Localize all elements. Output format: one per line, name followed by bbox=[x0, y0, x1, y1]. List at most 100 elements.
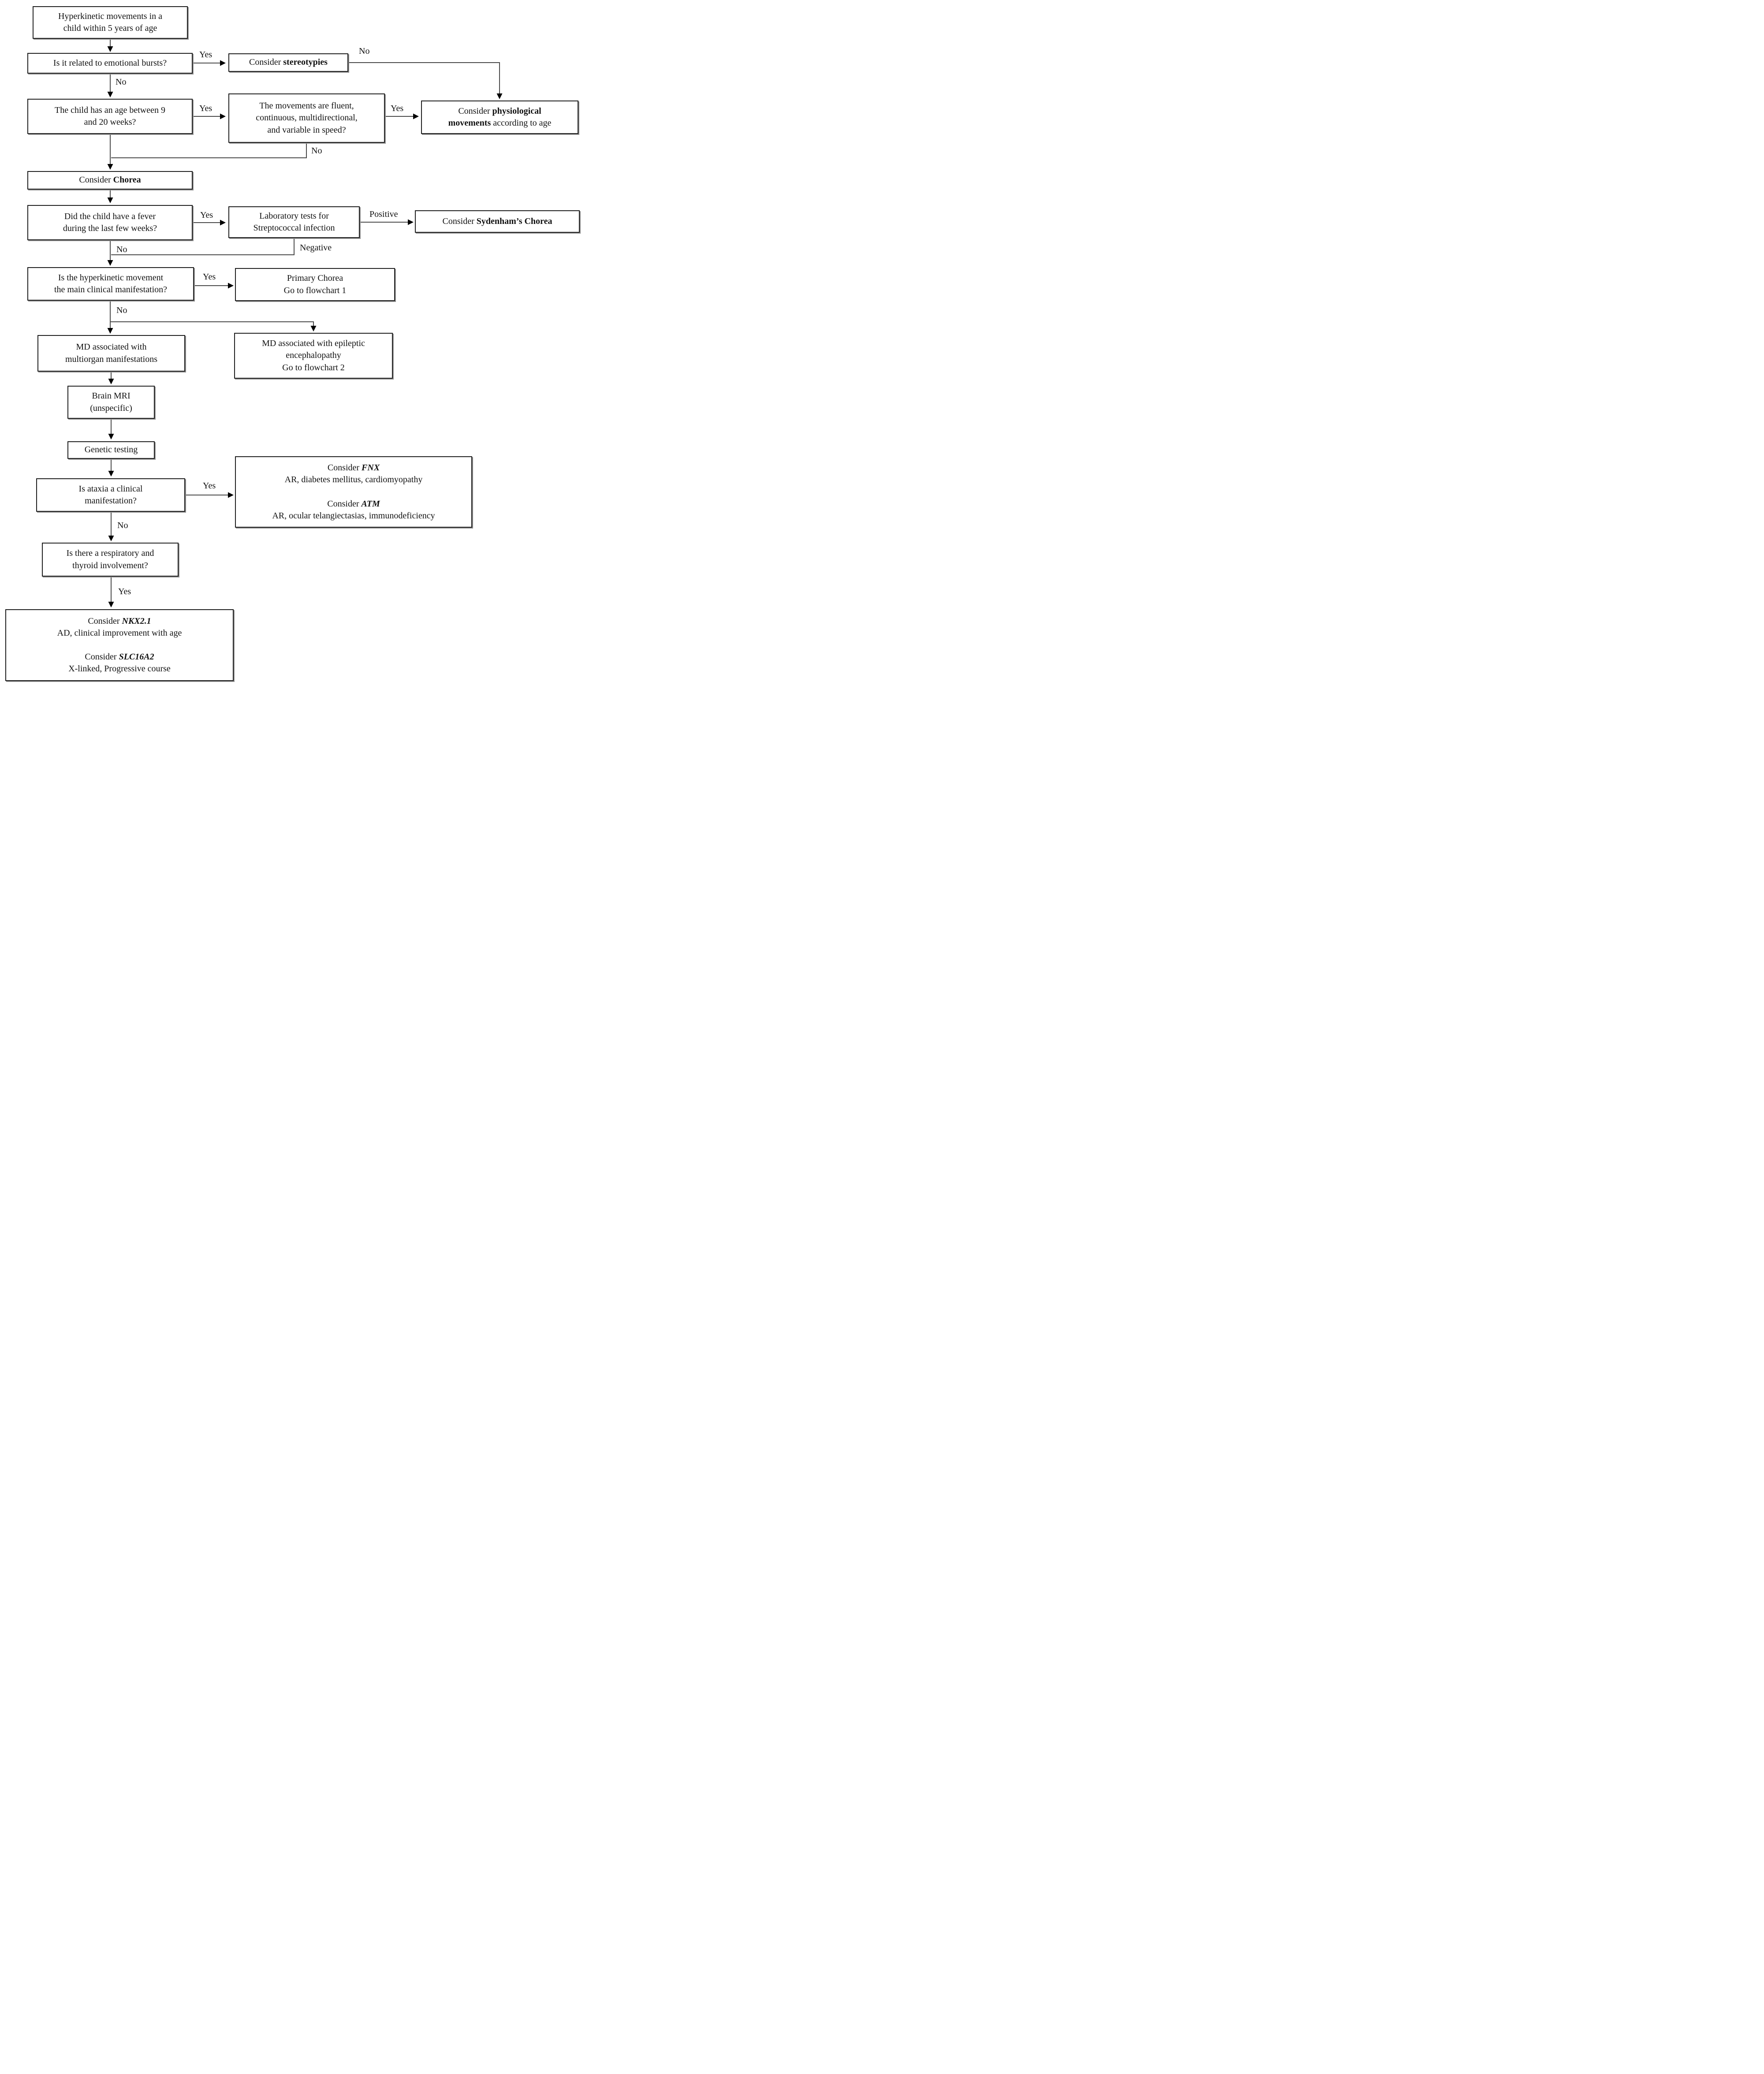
node-text: Consider physiological bbox=[458, 105, 541, 117]
node-text: manifestation? bbox=[85, 496, 137, 506]
node-text: thyroid involvement? bbox=[72, 560, 148, 570]
edge-lab-negative-return bbox=[111, 238, 295, 255]
node-text: Did the child have a fever bbox=[64, 211, 156, 221]
node-md-epileptic-flowchart2: MD associated with epileptic encephalopa… bbox=[234, 333, 393, 379]
edge-label-yes: Yes bbox=[199, 210, 214, 220]
node-lab-tests-streptococcal: Laboratory tests for Streptococcal infec… bbox=[228, 206, 360, 238]
edge-label-no: No bbox=[116, 245, 128, 254]
edge-label-positive: Positive bbox=[369, 209, 399, 219]
edge-fluent-no-return bbox=[111, 143, 307, 158]
node-text: Streptococcal infection bbox=[253, 223, 335, 233]
edge-branch-to-epileptic bbox=[110, 321, 317, 331]
node-text: Go to flowchart 1 bbox=[283, 285, 347, 295]
gene-name-slc16a2: SLC16A2 bbox=[119, 652, 154, 662]
node-start-hyperkinetic: Hyperkinetic movements in a child within… bbox=[33, 6, 188, 39]
node-text: Consider stereotypies bbox=[249, 56, 328, 68]
node-text: Primary Chorea bbox=[287, 273, 343, 283]
node-consider-sydenhams-chorea: Consider Sydenham’s Chorea bbox=[415, 210, 580, 233]
node-consider-fnx-atm: Consider FNX AR, diabetes mellitus, card… bbox=[235, 456, 472, 528]
node-text: Genetic testing bbox=[84, 445, 138, 455]
text-segment-bold: stereotypies bbox=[283, 57, 328, 67]
node-text: The movements are fluent, bbox=[259, 101, 354, 111]
edge-label-no: No bbox=[116, 305, 128, 315]
node-text: Laboratory tests for bbox=[259, 211, 329, 221]
node-text: MD associated with epileptic bbox=[262, 339, 365, 349]
text-segment: Consider bbox=[79, 175, 113, 185]
node-md-multiorgan: MD associated with multiorgan manifestat… bbox=[37, 335, 185, 372]
node-question-age-9-20-weeks: The child has an age between 9 and 20 we… bbox=[27, 99, 193, 134]
edge-label-no: No bbox=[115, 77, 127, 87]
text-segment-bold: physiological bbox=[492, 106, 541, 116]
edge-label-yes: Yes bbox=[198, 50, 213, 60]
node-text: Consider Chorea bbox=[79, 174, 141, 186]
node-primary-chorea-flowchart1: Primary Chorea Go to flowchart 1 bbox=[235, 268, 395, 301]
node-text: movements according to age bbox=[448, 117, 552, 129]
node-consider-stereotypies: Consider stereotypies bbox=[228, 53, 348, 72]
edge-label-no: No bbox=[116, 521, 129, 530]
text-segment-bold: movements bbox=[448, 118, 491, 128]
text-segment: Consider bbox=[85, 652, 119, 662]
edge-label-yes: Yes bbox=[390, 104, 405, 113]
node-text: MD associated with bbox=[76, 342, 147, 352]
text-segment: Consider bbox=[442, 216, 477, 226]
node-text: and 20 weeks? bbox=[84, 117, 136, 127]
flowchart-canvas: Hyperkinetic movements in a child within… bbox=[0, 0, 582, 685]
node-text: multiorgan manifestations bbox=[65, 354, 158, 364]
node-text: child within 5 years of age bbox=[63, 23, 157, 33]
connector-layer bbox=[107, 39, 503, 607]
text-segment: Consider bbox=[458, 106, 492, 116]
text-segment: Consider bbox=[88, 616, 122, 626]
edge-label-yes: Yes bbox=[202, 272, 217, 282]
node-text: Consider NKX2.1 bbox=[88, 615, 151, 627]
text-segment: Consider bbox=[327, 463, 362, 473]
node-text: encephalopathy bbox=[286, 350, 341, 361]
edge-label-no: No bbox=[358, 46, 371, 56]
node-text: Consider SLC16A2 bbox=[85, 651, 154, 663]
node-text: X-linked, Progressive course bbox=[68, 664, 171, 674]
node-text: Consider ATM bbox=[327, 498, 380, 510]
node-question-respiratory-thyroid: Is there a respiratory and thyroid invol… bbox=[42, 543, 179, 577]
edge-stereotypies-no-to-physiological bbox=[348, 62, 503, 99]
node-question-emotional-bursts: Is it related to emotional bursts? bbox=[27, 53, 193, 74]
node-text: Is ataxia a clinical bbox=[78, 484, 143, 494]
node-text: and variable in speed? bbox=[267, 125, 346, 135]
node-genetic-testing: Genetic testing bbox=[67, 441, 155, 459]
node-text: Consider Sydenham’s Chorea bbox=[443, 216, 552, 227]
node-text: continuous, multidirectional, bbox=[256, 113, 358, 123]
node-question-fluent-movements: The movements are fluent, continuous, mu… bbox=[228, 93, 385, 143]
node-text: The child has an age between 9 bbox=[54, 105, 165, 115]
text-segment: Consider bbox=[327, 499, 362, 509]
node-text: Brain MRI bbox=[92, 391, 131, 401]
gene-name-nkx21: NKX2.1 bbox=[122, 616, 151, 626]
node-text: Is there a respiratory and bbox=[66, 548, 154, 559]
node-text: Go to flowchart 2 bbox=[282, 362, 345, 372]
edge-label-no: No bbox=[310, 146, 323, 156]
node-text: the main clinical manifestation? bbox=[54, 285, 167, 294]
text-segment: according to age bbox=[491, 118, 552, 128]
text-segment-bold: Sydenham’s Chorea bbox=[476, 216, 552, 226]
node-text: AD, clinical improvement with age bbox=[57, 628, 182, 638]
node-text: AR, diabetes mellitus, cardiomyopathy bbox=[284, 475, 423, 485]
edge-label-yes: Yes bbox=[117, 587, 132, 596]
text-segment: Consider bbox=[249, 57, 283, 67]
node-text: Is the hyperkinetic movement bbox=[58, 272, 164, 283]
gene-name-fnx: FNX bbox=[362, 463, 380, 473]
node-text: Is it related to emotional bursts? bbox=[53, 58, 167, 68]
node-consider-nkx21-slc16a2: Consider NKX2.1 AD, clinical improvement… bbox=[5, 609, 234, 681]
node-text: (unspecific) bbox=[90, 403, 132, 413]
node-question-ataxia: Is ataxia a clinical manifestation? bbox=[36, 478, 185, 512]
node-question-main-manifestation: Is the hyperkinetic movement the main cl… bbox=[27, 267, 194, 301]
edge-label-yes: Yes bbox=[198, 104, 213, 113]
edge-label-yes: Yes bbox=[202, 481, 217, 491]
node-brain-mri: Brain MRI (unspecific) bbox=[67, 386, 155, 419]
gene-name-atm: ATM bbox=[361, 499, 380, 509]
node-consider-physiological-movements: Consider physiological movements accordi… bbox=[421, 101, 578, 134]
text-segment-bold: Chorea bbox=[113, 175, 141, 185]
node-text: Consider FNX bbox=[328, 462, 380, 474]
node-text: AR, ocular telangiectasias, immunodefici… bbox=[272, 510, 435, 521]
node-text: during the last few weeks? bbox=[63, 223, 157, 233]
node-question-fever: Did the child have a fever during the la… bbox=[27, 205, 193, 240]
edge-label-negative: Negative bbox=[299, 243, 333, 253]
node-consider-chorea: Consider Chorea bbox=[27, 171, 193, 190]
node-text: Hyperkinetic movements in a bbox=[58, 11, 163, 21]
